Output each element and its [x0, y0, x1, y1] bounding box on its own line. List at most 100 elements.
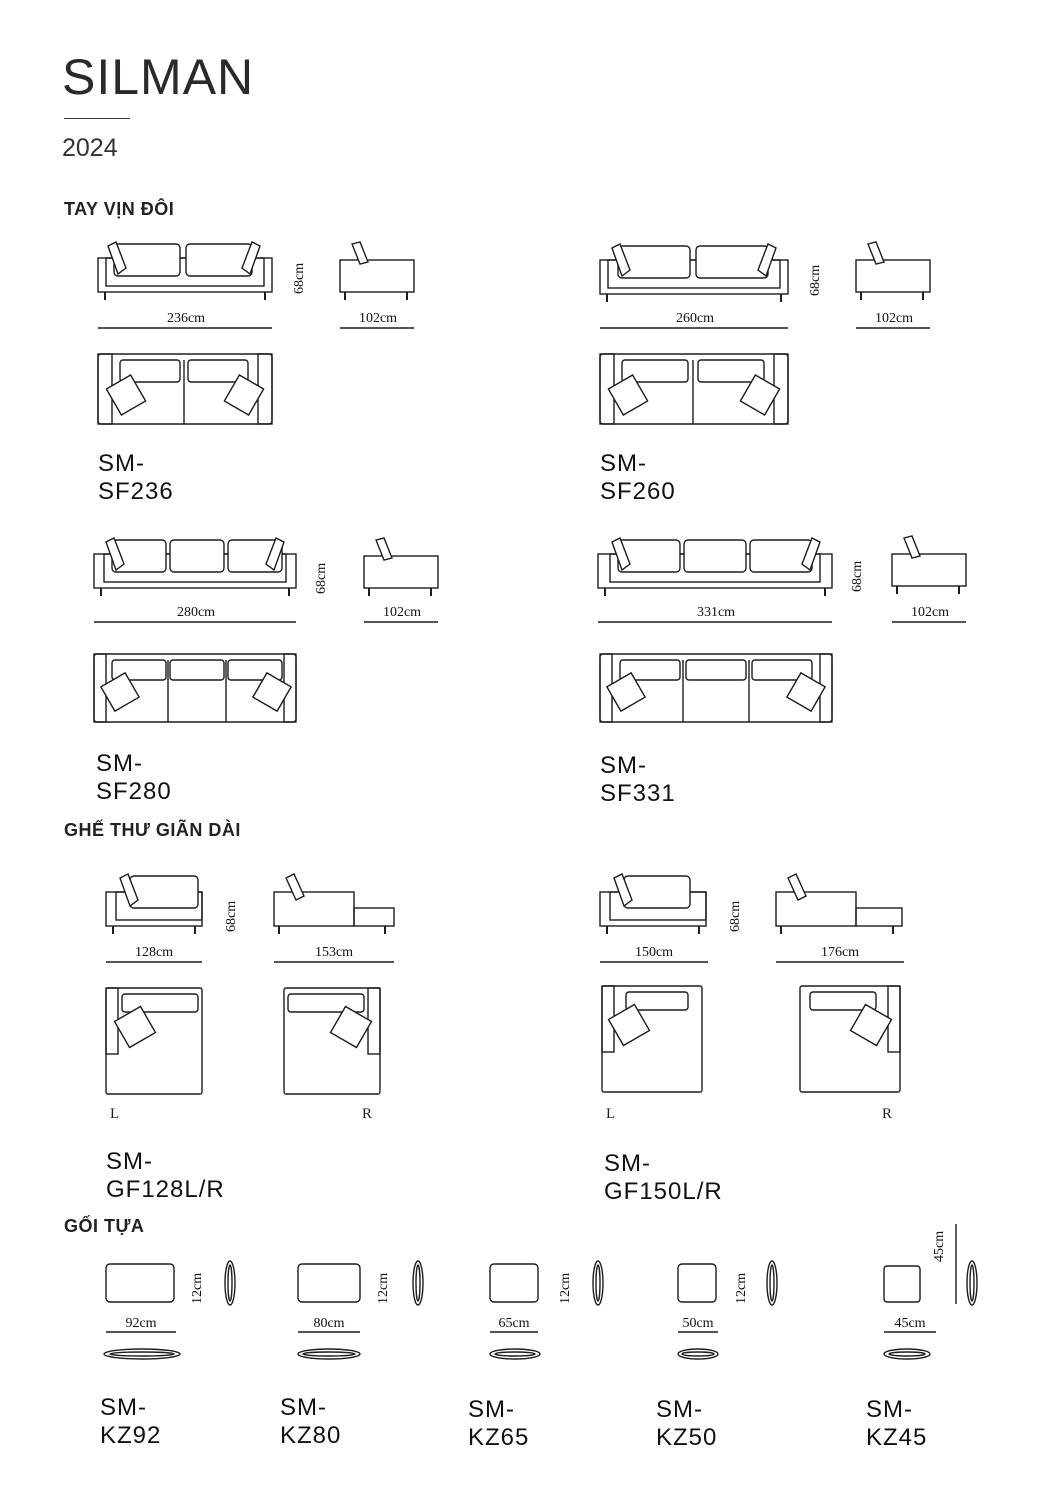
- right-orientation-label: R: [882, 1106, 893, 1122]
- width-label: 150cm: [634, 945, 674, 960]
- cushion-side-view: [224, 1260, 236, 1306]
- width-dim-line: [298, 1331, 360, 1333]
- chaise-side-view: [273, 873, 395, 934]
- cushion-front-view: [883, 1265, 921, 1303]
- width-dim-line: [600, 327, 788, 329]
- chaise-top-view-left: [601, 985, 703, 1093]
- product-code: SM-SF331: [600, 752, 676, 807]
- chaise-front-view: [105, 873, 203, 934]
- cushion-top-view: [103, 1348, 181, 1360]
- product-code: SM-KZ65: [468, 1396, 530, 1451]
- cushion-top-view: [297, 1348, 361, 1360]
- width-label: 45cm: [894, 1316, 926, 1331]
- height-label: 68cm: [728, 900, 743, 932]
- sofa-front-view: [97, 241, 273, 300]
- sofa-front-view: [597, 537, 833, 596]
- sofa-top-view: [93, 653, 297, 723]
- section-heading-cushions: GỐI TỰA: [64, 1216, 145, 1236]
- product-code: SM-SF236: [98, 450, 174, 505]
- width-dim-line: [106, 961, 202, 963]
- cushion-side-view: [592, 1260, 604, 1306]
- cushion-top-view: [883, 1348, 931, 1360]
- product-code: SM-SF280: [96, 750, 172, 805]
- left-orientation-label: L: [606, 1106, 616, 1122]
- height-label: 68cm: [224, 900, 239, 932]
- chaise-top-view-left: [105, 987, 203, 1095]
- chaise-side-view: [775, 873, 903, 934]
- cushion-front-view: [489, 1263, 539, 1303]
- width-label: 65cm: [498, 1316, 530, 1331]
- depth-dim-line: [274, 961, 394, 963]
- width-label: 280cm: [176, 605, 216, 620]
- height-label: 45cm: [932, 1230, 947, 1262]
- depth-label: 153cm: [314, 945, 354, 960]
- cushion-front-view: [297, 1263, 361, 1303]
- product-code: SM-KZ50: [656, 1396, 718, 1451]
- height-label: 12cm: [734, 1272, 749, 1304]
- depth-label: 102cm: [910, 605, 950, 620]
- sofa-front-view: [93, 537, 297, 596]
- product-code: SM-SF260: [600, 450, 676, 505]
- cushion-side-view: [412, 1260, 424, 1306]
- height-label: 68cm: [314, 562, 329, 594]
- width-dim-line: [106, 1331, 176, 1333]
- right-orientation-label: R: [362, 1106, 373, 1122]
- height-label: 12cm: [376, 1272, 391, 1304]
- section-heading-sofas: TAY VỊN ĐÔI: [64, 199, 175, 219]
- depth-dim-line: [892, 621, 966, 623]
- product-code: SM-GF128L/R: [106, 1148, 225, 1203]
- cushion-front-view: [677, 1263, 717, 1303]
- height-label: 68cm: [808, 264, 823, 296]
- width-dim-line: [600, 961, 708, 963]
- cushion-side-view: [766, 1260, 778, 1306]
- cushion-front-view: [105, 1263, 175, 1303]
- depth-dim-line: [340, 327, 414, 329]
- width-dim-line: [94, 621, 296, 623]
- chaise-front-view: [599, 873, 707, 934]
- chaise-top-view-right: [283, 987, 381, 1095]
- width-dim-line: [98, 327, 272, 329]
- depth-label: 102cm: [358, 311, 398, 326]
- product-code: SM-KZ92: [100, 1394, 162, 1449]
- width-dim-line: [490, 1331, 538, 1333]
- depth-dim-line: [776, 961, 904, 963]
- chaise-top-view-right: [799, 985, 901, 1093]
- sofa-top-view: [599, 353, 789, 425]
- sofa-side-view: [891, 535, 967, 594]
- sofa-side-view: [855, 241, 931, 300]
- width-dim-line: [598, 621, 832, 623]
- width-label: 92cm: [125, 1316, 157, 1331]
- height-label: 12cm: [558, 1272, 573, 1304]
- depth-label: 102cm: [382, 605, 422, 620]
- left-orientation-label: L: [110, 1106, 120, 1122]
- product-code: SM-KZ45: [866, 1396, 928, 1451]
- height-label: 68cm: [292, 262, 307, 294]
- product-code: SM-KZ80: [280, 1394, 342, 1449]
- height-label: 12cm: [190, 1272, 205, 1304]
- width-label: 128cm: [134, 945, 174, 960]
- cushion-top-view: [489, 1348, 541, 1360]
- sofa-front-view: [599, 243, 789, 302]
- section-heading-chaises: GHẾ THƯ GIÃN DÀI: [64, 820, 241, 840]
- width-dim-line: [884, 1331, 936, 1333]
- height-label: 68cm: [850, 560, 865, 592]
- width-label: 331cm: [696, 605, 736, 620]
- sofa-side-view: [363, 537, 439, 596]
- width-label: 260cm: [675, 311, 715, 326]
- cushion-top-view: [677, 1348, 719, 1360]
- depth-dim-line: [364, 621, 438, 623]
- sofa-side-view: [339, 241, 415, 300]
- product-code: SM-GF150L/R: [604, 1150, 723, 1205]
- cushion-side-view: [966, 1260, 978, 1306]
- width-label: 236cm: [166, 311, 206, 326]
- sofa-top-view: [97, 353, 273, 425]
- depth-dim-line: [856, 327, 930, 329]
- height-dim-line: [955, 1224, 957, 1304]
- width-label: 50cm: [682, 1316, 714, 1331]
- sofa-top-view: [599, 653, 833, 723]
- depth-label: 176cm: [820, 945, 860, 960]
- title-divider: [64, 118, 130, 119]
- depth-label: 102cm: [874, 311, 914, 326]
- collection-year: 2024: [62, 134, 118, 162]
- width-label: 80cm: [313, 1316, 345, 1331]
